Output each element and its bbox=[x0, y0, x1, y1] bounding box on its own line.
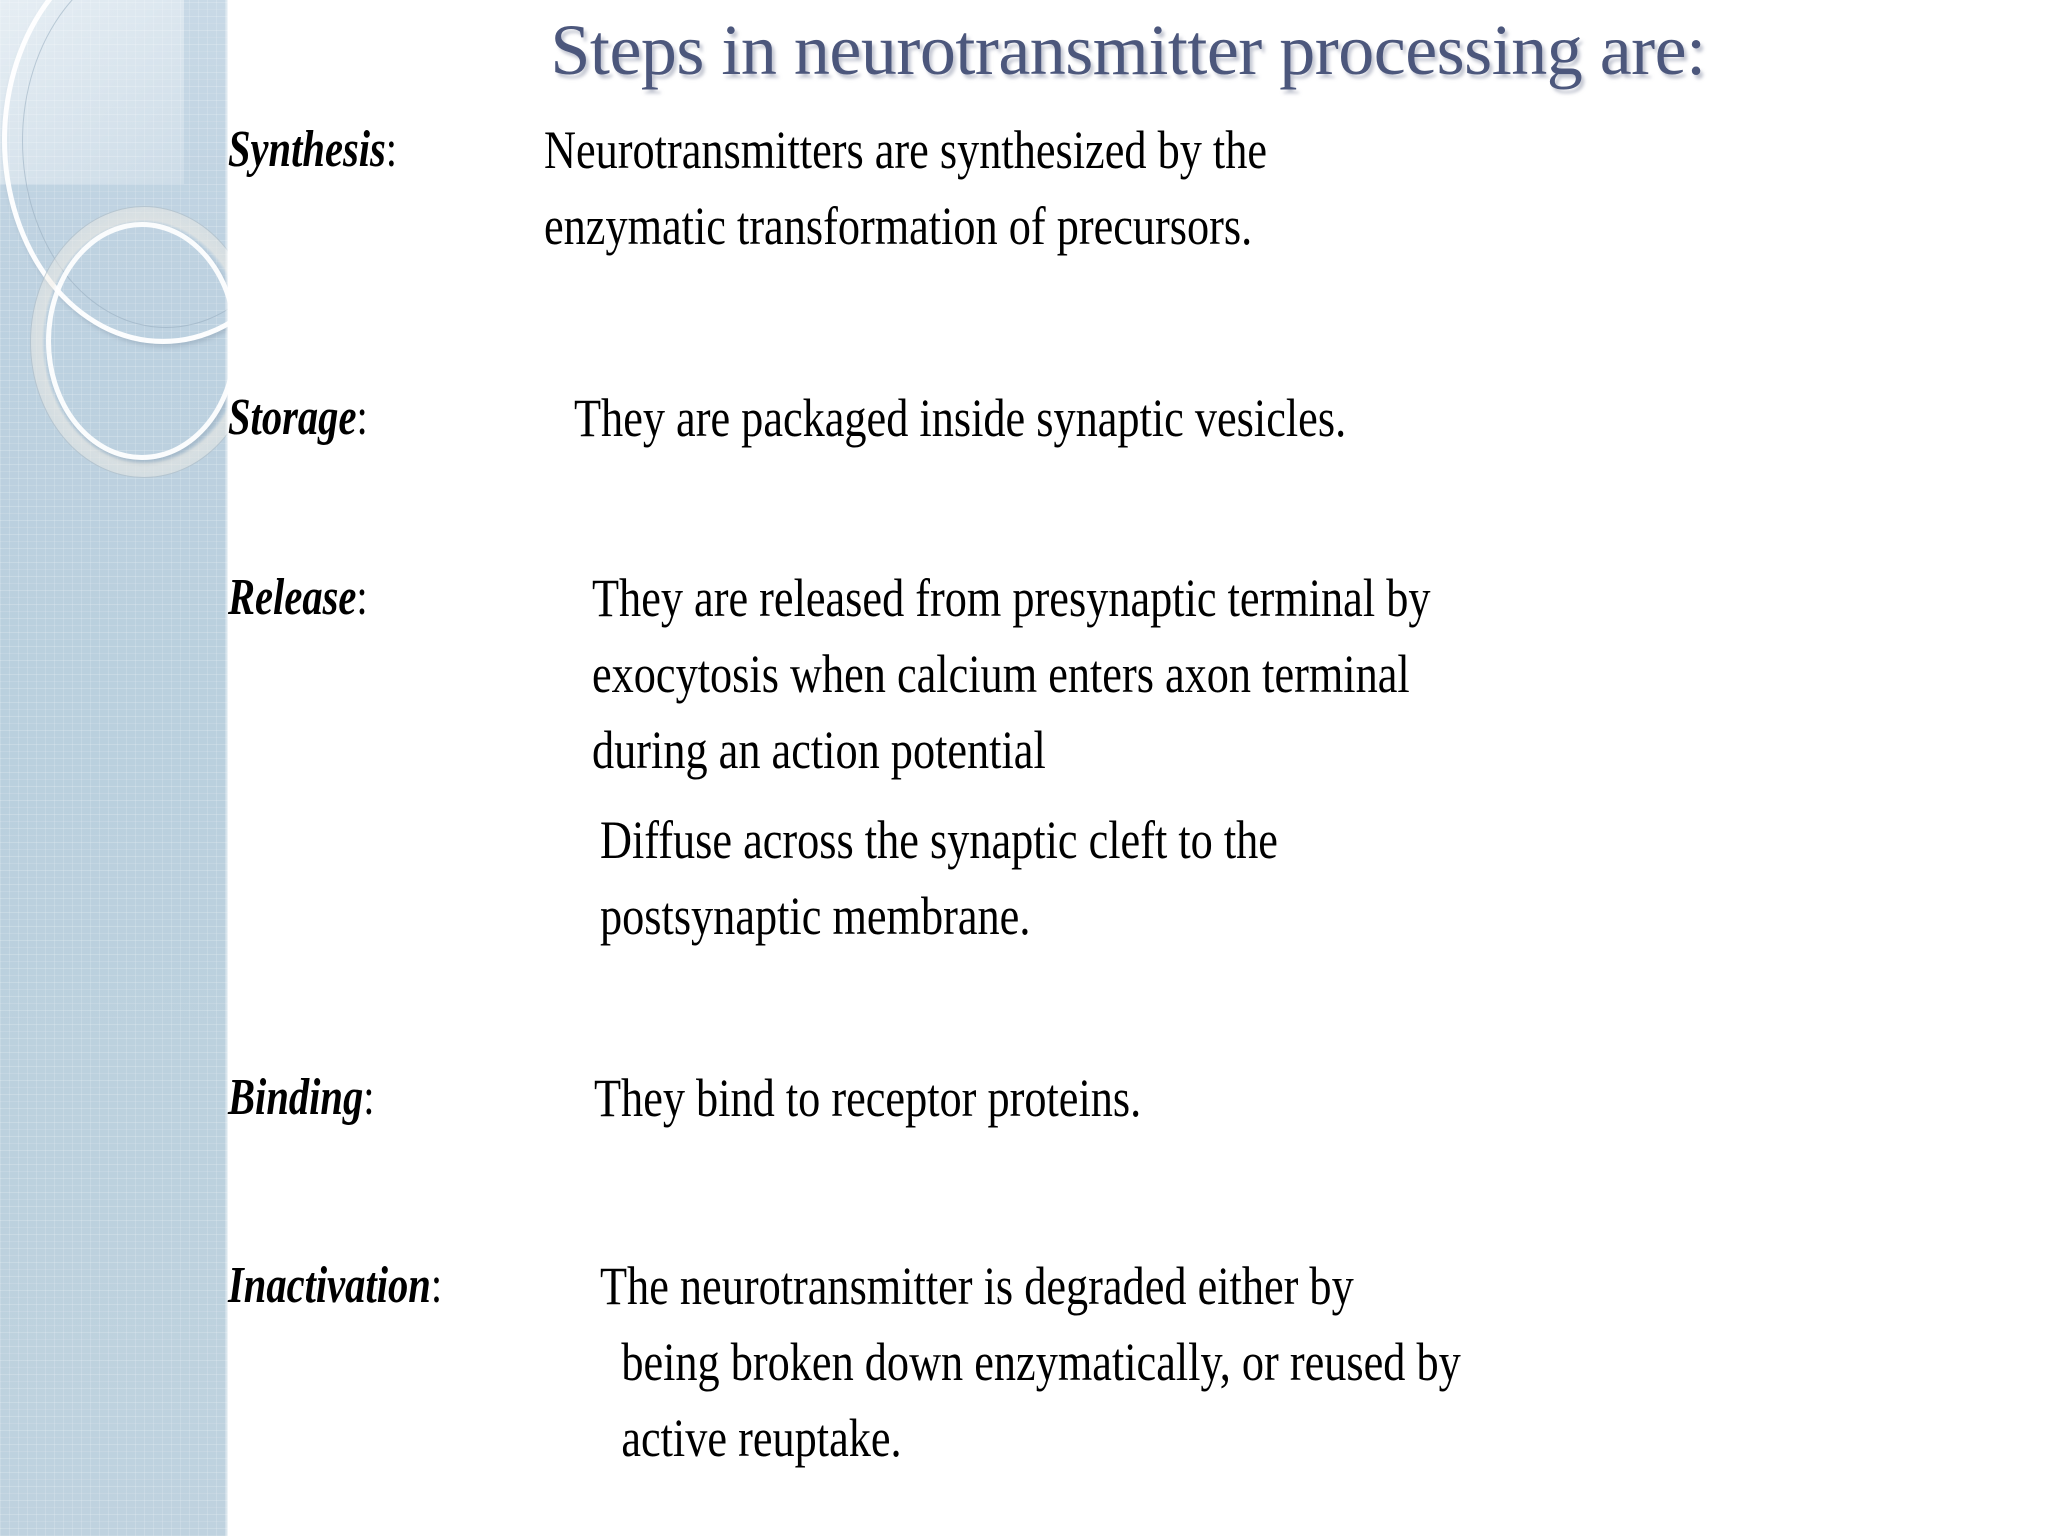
sidebar-texture bbox=[0, 0, 228, 1536]
step-row-binding: Binding: They bind to receptor proteins. bbox=[228, 1060, 2028, 1136]
slide-content: Steps in neurotransmitter processing are… bbox=[228, 0, 2048, 1536]
decorative-sidebar bbox=[0, 0, 228, 1536]
step-label-inactivation-text: Inactivation bbox=[228, 1257, 431, 1314]
step-text-binding: They bind to receptor proteins. bbox=[594, 1060, 1770, 1136]
step-text-line: The neurotransmitter is degraded either … bbox=[600, 1256, 1354, 1316]
step-text-line: enzymatic transformation of precursors. bbox=[544, 196, 1253, 256]
release-continuation-line: postsynaptic membrane. bbox=[600, 886, 1031, 946]
step-text-line: They bind to receptor proteins. bbox=[594, 1068, 1142, 1128]
step-label-release-text: Release bbox=[228, 569, 357, 626]
step-label-synthesis: Synthesis: bbox=[228, 112, 462, 188]
step-label-inactivation-colon: : bbox=[430, 1257, 443, 1314]
step-row-release: Release: They are released from presynap… bbox=[228, 560, 2028, 788]
step-row-inactivation: Inactivation: The neurotransmitter is de… bbox=[228, 1248, 2028, 1476]
step-label-synthesis-colon: : bbox=[385, 121, 398, 178]
step-text-line: They are packaged inside synaptic vesicl… bbox=[574, 388, 1347, 448]
step-label-binding: Binding: bbox=[228, 1060, 462, 1136]
sidebar-corner-block bbox=[0, 0, 184, 184]
step-label-synthesis-text: Synthesis bbox=[228, 121, 386, 178]
release-continuation-line: Diffuse across the synaptic cleft to the bbox=[600, 810, 1278, 870]
step-label-storage-colon: : bbox=[356, 389, 368, 446]
step-text-release: They are released from presynaptic termi… bbox=[592, 560, 1770, 788]
step-label-storage: Storage: bbox=[228, 380, 462, 456]
step-text-synthesis: Neurotransmitters are synthesized by the… bbox=[544, 112, 1761, 264]
step-text-line: active reuptake. bbox=[621, 1408, 902, 1468]
step-text-line: being broken down enzymatically, or reus… bbox=[621, 1332, 1461, 1392]
step-label-binding-colon: : bbox=[363, 1069, 375, 1126]
step-text-line: during an action potential bbox=[592, 720, 1046, 780]
step-label-inactivation: Inactivation: bbox=[228, 1248, 518, 1324]
step-text-storage: They are packaged inside synaptic vesicl… bbox=[574, 380, 1766, 456]
step-label-release-colon: : bbox=[356, 569, 368, 626]
step-label-storage-text: Storage bbox=[228, 389, 357, 446]
step-label-release: Release: bbox=[228, 560, 462, 636]
step-text-line: They are released from presynaptic termi… bbox=[592, 568, 1431, 628]
sidebar-edge bbox=[225, 0, 228, 1536]
step-row-storage: Storage: They are packaged inside synapt… bbox=[228, 380, 2028, 456]
release-continuation-paragraph: Diffuse across the synaptic cleft to the… bbox=[600, 802, 2048, 954]
step-row-synthesis: Synthesis: Neurotransmitters are synthes… bbox=[228, 112, 2028, 264]
step-text-line: exocytosis when calcium enters axon term… bbox=[592, 644, 1410, 704]
step-text-inactivation: The neurotransmitter is degraded either … bbox=[600, 1248, 1771, 1476]
step-text-line: Neurotransmitters are synthesized by the bbox=[544, 120, 1268, 180]
slide-title: Steps in neurotransmitter processing are… bbox=[550, 10, 1706, 90]
steps-list: Synthesis: Neurotransmitters are synthes… bbox=[228, 112, 2028, 1476]
step-label-binding-text: Binding bbox=[228, 1069, 364, 1126]
